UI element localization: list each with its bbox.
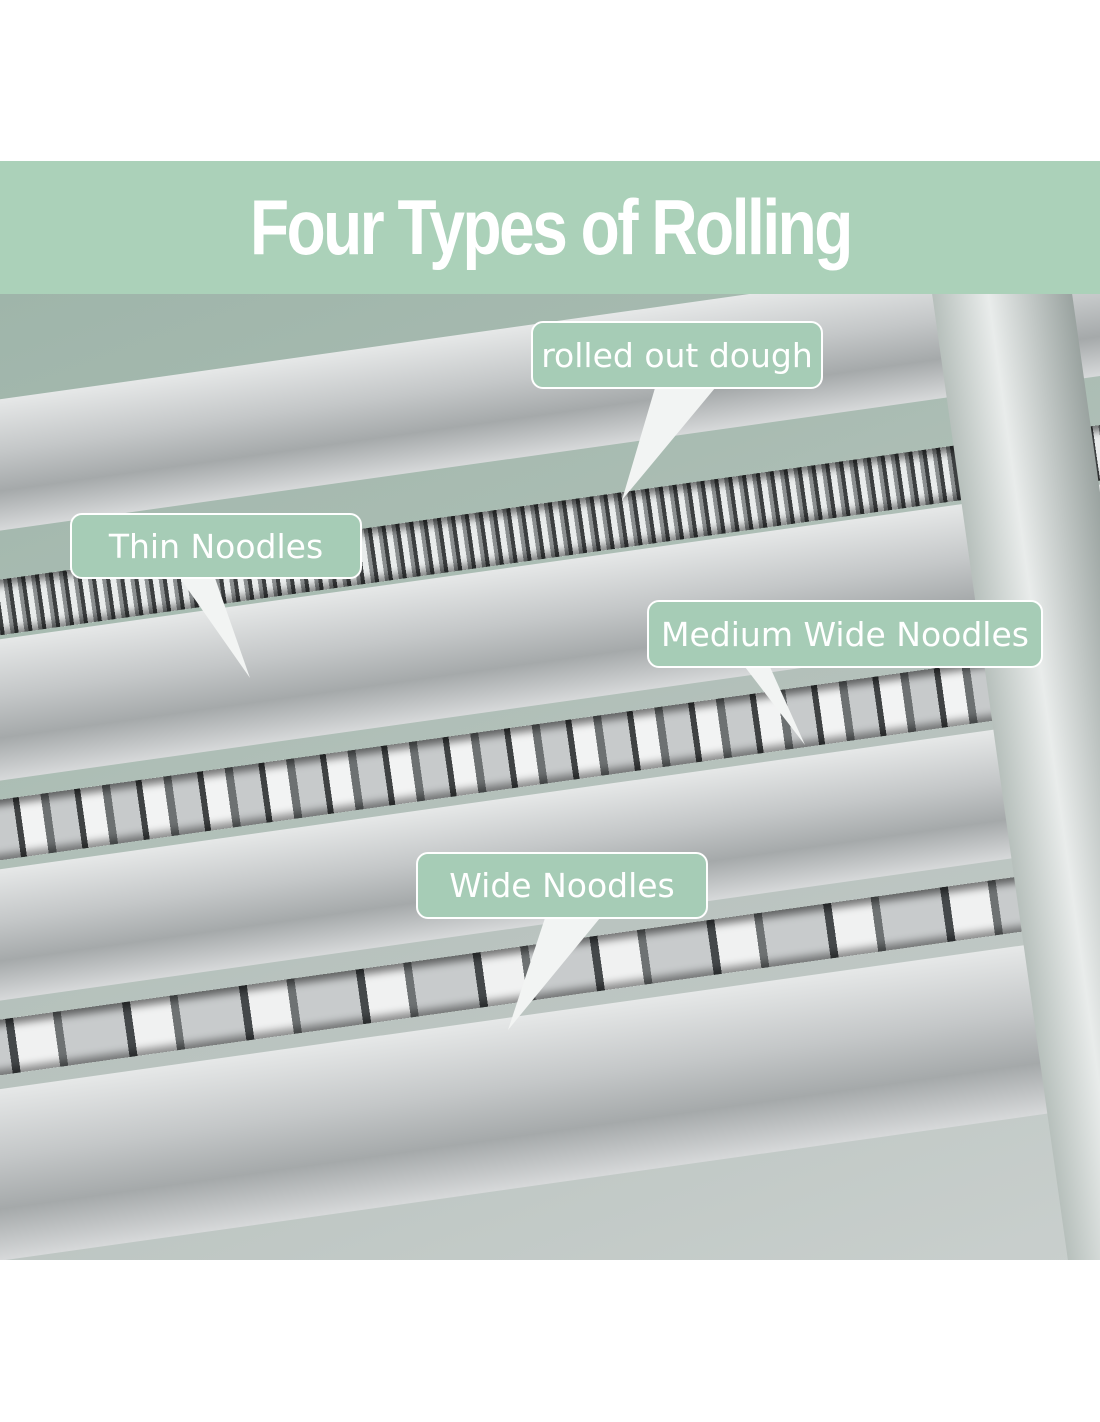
pasta-machine-photo <box>0 294 1100 1260</box>
pointer-medium-noodles <box>745 667 805 745</box>
pointer-rolled-dough <box>622 388 715 500</box>
label-rolled-out-dough: rolled out dough <box>531 321 823 389</box>
pointer-thin-noodles <box>180 578 250 678</box>
label-thin-noodles: Thin Noodles <box>70 513 362 579</box>
title-banner: Four Types of Rolling <box>0 161 1100 294</box>
page-title: Four Types of Rolling <box>249 183 853 271</box>
label-medium-wide-noodles: Medium Wide Noodles <box>647 600 1043 668</box>
label-wide-noodles: Wide Noodles <box>416 852 708 919</box>
pointer-wide-noodles <box>508 918 600 1030</box>
